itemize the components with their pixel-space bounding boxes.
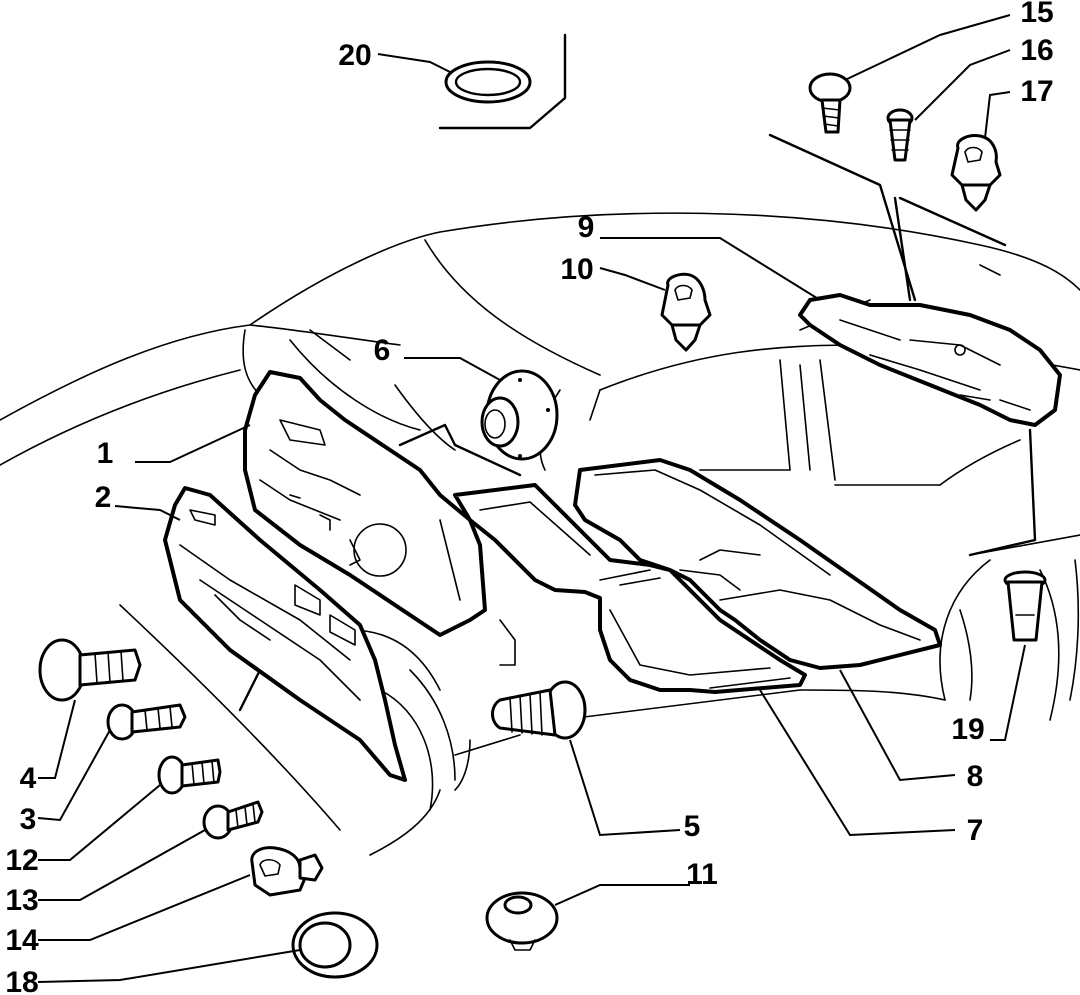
label-6: 6 <box>374 334 391 367</box>
floor-mat-7 <box>453 483 807 694</box>
label-11: 11 <box>686 858 718 891</box>
screw-13 <box>202 800 264 840</box>
grommet-18 <box>291 911 379 979</box>
grommet-20 <box>444 60 532 104</box>
car-body-outline <box>0 212 1080 856</box>
bracket-line-19 <box>968 428 1037 557</box>
label-16: 16 <box>1020 34 1053 67</box>
label-14: 14 <box>5 924 39 957</box>
label-5: 5 <box>684 810 701 843</box>
bracket-line-20 <box>438 33 567 130</box>
clip-17 <box>950 134 1002 212</box>
label-15: 15 <box>1020 0 1053 29</box>
screw-12 <box>157 755 222 795</box>
insulation-panel-1 <box>243 370 487 637</box>
label-13: 13 <box>5 884 38 917</box>
bracket-line-9c <box>893 196 912 302</box>
label-4: 4 <box>20 762 37 795</box>
screw-3 <box>106 703 187 741</box>
label-7: 7 <box>967 814 984 847</box>
clip-10 <box>660 272 712 352</box>
label-3: 3 <box>20 803 37 836</box>
label-19: 19 <box>951 713 984 746</box>
grommet-6 <box>480 369 559 461</box>
bracket-line-9b <box>898 196 1007 247</box>
label-9: 9 <box>578 211 595 244</box>
bracket-line-6 <box>398 423 522 477</box>
leader-lines <box>37 14 1026 983</box>
cap-11 <box>485 891 559 951</box>
label-1: 1 <box>97 437 114 470</box>
floor-mat-8 <box>573 458 942 670</box>
label-8: 8 <box>967 760 984 793</box>
label-2: 2 <box>95 481 112 514</box>
label-17: 17 <box>1020 75 1053 108</box>
label-10: 10 <box>560 253 593 286</box>
label-18: 18 <box>5 966 38 995</box>
label-20: 20 <box>338 39 371 72</box>
clip-14 <box>250 846 324 897</box>
screw-15 <box>808 72 852 134</box>
rivet-5 <box>491 680 587 740</box>
rivet-4 <box>38 638 142 702</box>
label-12: 12 <box>5 844 38 877</box>
screw-16 <box>886 108 914 162</box>
insulation-panel-2 <box>163 486 407 782</box>
plug-19 <box>1003 570 1047 642</box>
insulation-panel-9 <box>798 293 1062 427</box>
